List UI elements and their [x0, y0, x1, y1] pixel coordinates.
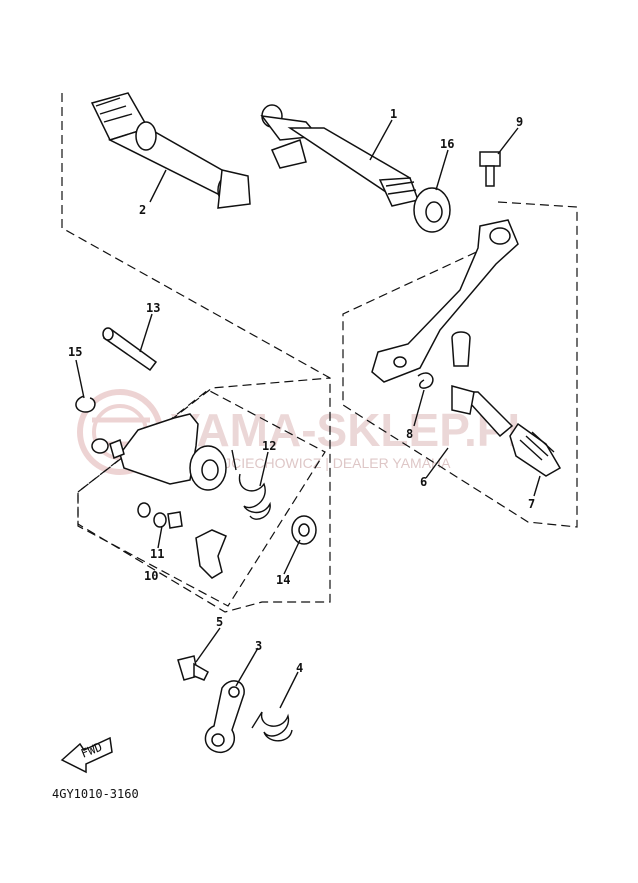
callout-10: 10 [144, 569, 158, 583]
callout-15: 15 [68, 345, 82, 359]
part-oil-seal [413, 187, 451, 233]
part-shift-pedal [371, 219, 519, 389]
part-segment-plate [195, 529, 227, 579]
part-roller [137, 502, 183, 529]
callout-3: 3 [255, 639, 262, 653]
part-spring-12 [231, 449, 271, 520]
leader-lines [75, 119, 541, 709]
watermark: YAMA-SKLEP.PL WOJCIECHOWICZ | DEALER YAM… [77, 389, 536, 475]
part-shift-shaft-left [90, 92, 251, 209]
callout-1: 1 [390, 107, 397, 121]
assembly-boundaries [61, 93, 578, 613]
callout-12: 12 [262, 439, 276, 453]
watermark-brand: YAMA-SKLEP.PL [170, 404, 536, 456]
shaft-assembly-boundary [61, 93, 331, 613]
callout-13: 13 [146, 301, 160, 315]
callout-7: 7 [528, 497, 535, 511]
pedal-assembly-boundary [342, 201, 578, 528]
callout-8: 8 [406, 427, 413, 441]
part-spring-4 [251, 711, 293, 742]
callout-14: 14 [276, 573, 290, 587]
part-pedal-tip [451, 385, 562, 477]
part-washer [291, 515, 317, 545]
part-bolt-lower [177, 655, 209, 681]
part-pin [102, 327, 158, 372]
part-circlip [75, 395, 96, 413]
callout-5: 5 [216, 615, 223, 629]
callout-2: 2 [139, 203, 146, 217]
callout-16: 16 [440, 137, 454, 151]
part-bolt-top [479, 151, 501, 187]
fwd-arrow: FWD [60, 736, 113, 774]
callout-11: 11 [150, 547, 164, 561]
part-stopper-lever [204, 680, 245, 753]
callout-9: 9 [516, 115, 523, 129]
callouts: 1 2 3 4 5 6 7 8 9 10 11 12 13 14 15 16 [68, 107, 535, 675]
callout-4: 4 [296, 661, 303, 675]
part-code: 4GY1010-3160 [52, 787, 139, 801]
callout-6: 6 [420, 475, 427, 489]
part-shift-segment [91, 413, 227, 491]
watermark-dealer: WOJCIECHOWICZ | DEALER YAMAHA [200, 455, 451, 471]
